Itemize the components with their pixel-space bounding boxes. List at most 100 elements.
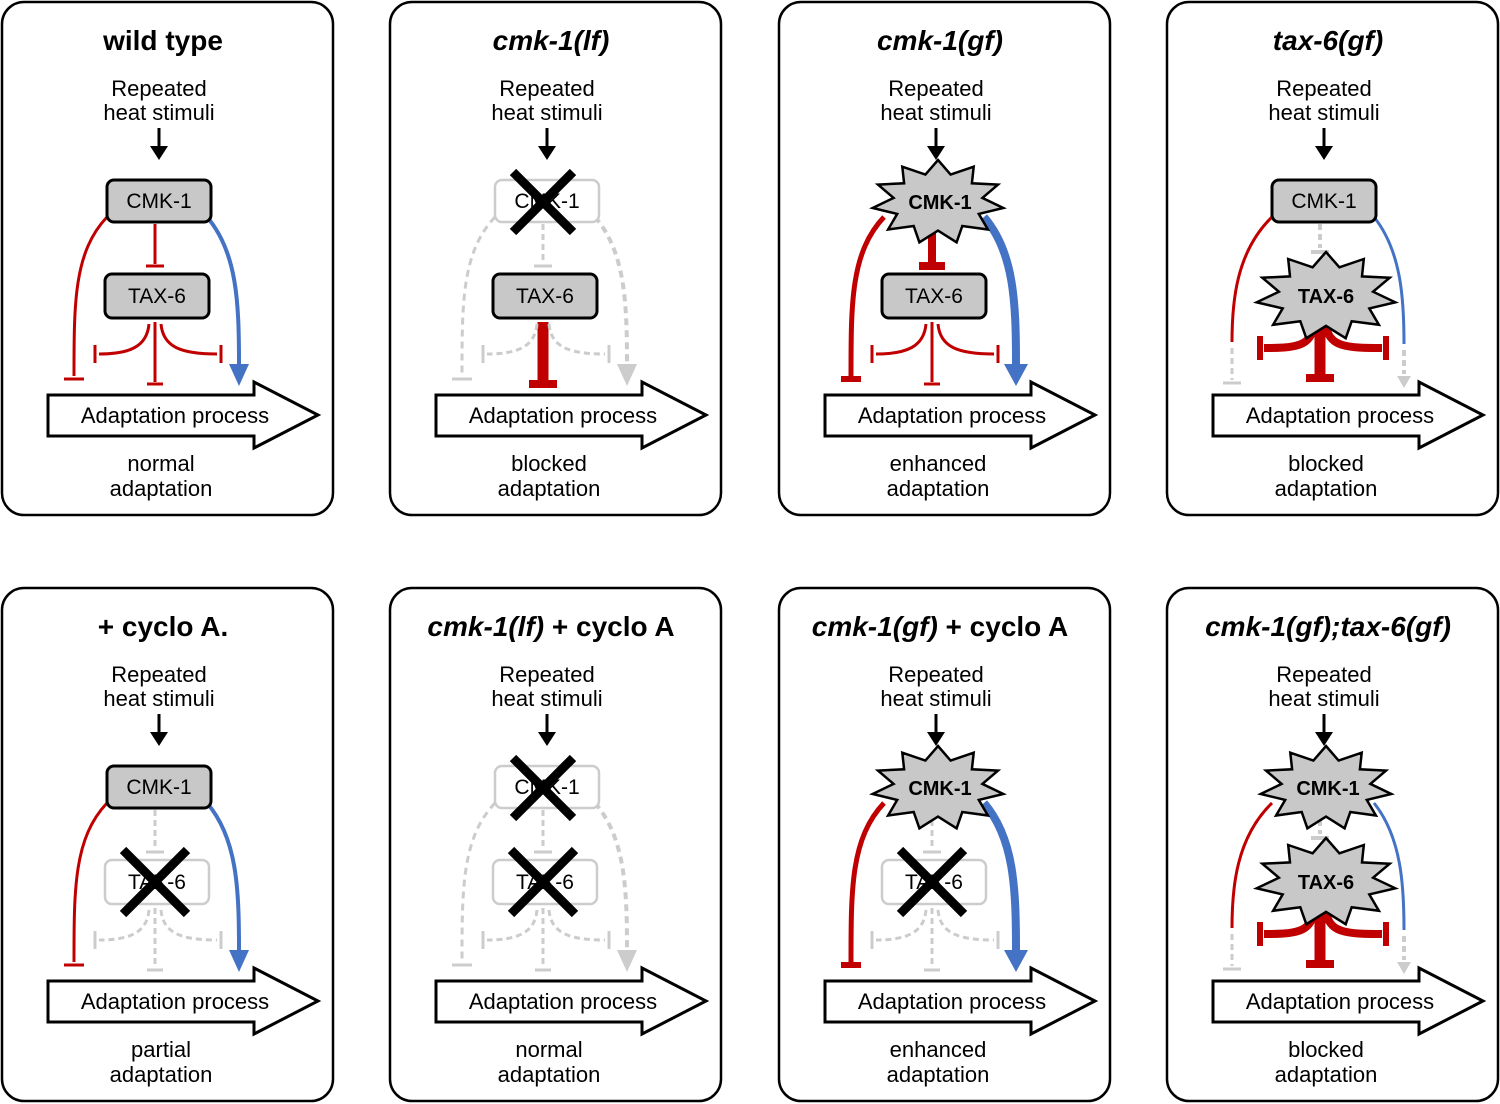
stimulus-label: Repeated [111,76,206,101]
cmk1-right-activation-path [1372,216,1406,345]
stimulus-label: Repeated [888,662,983,687]
stimulus-arrow-head [1315,146,1333,160]
stimulus-label: heat stimuli [880,100,991,125]
tax6-right-fork-path [159,323,218,356]
tax6-left-fork-path [875,323,928,356]
cross-stroke [509,754,577,822]
tax6-hyperactive-burst [1252,836,1400,927]
adaptation-process-arrow [434,965,710,1037]
outcome-label: partial [131,1037,191,1062]
adaptation-process-label: Adaptation process [469,403,657,428]
tax6-left-fork-path [486,909,539,942]
tax6-right-fork-path [1322,323,1383,352]
tax6-left-fork-path [875,909,928,942]
panel-title-part: cmk-1(gf) [812,611,938,642]
stimulus-arrow-head [927,732,945,746]
stimulus-arrow-head [538,732,556,746]
adaptation-process-arrow [823,379,1099,451]
tax6-box [491,272,599,320]
tax6-label: TAX-6 [1298,286,1354,308]
outcome-label: adaptation [1275,476,1378,501]
adaptation-process-arrow [434,379,710,451]
outcome-label: blocked [1288,1037,1364,1062]
panel-frame [388,586,723,1103]
adaptation-process-arrow [46,379,322,451]
stimulus-label: heat stimuli [103,686,214,711]
tax6-label: TAX-6 [905,285,963,308]
outcome-label: adaptation [887,476,990,501]
panel-title-part: cmk-1(lf) [493,25,610,56]
panel-title-part: tax-6(gf) [1273,25,1383,56]
adaptation-process-arrow [823,965,1099,1037]
stimulus-label: heat stimuli [491,100,602,125]
adaptation-process-label: Adaptation process [81,403,269,428]
cross-stroke [507,846,579,918]
cmk1-left-inhibition-path [848,801,886,963]
panel-title: wild type [102,25,223,56]
panel-frame [0,0,335,517]
tax6-left-fork-path [98,323,151,356]
cmk1-right-activation-path [980,800,1020,951]
panel-title-part: + cyclo A [938,611,1068,642]
panel-title-part: cmk-1(gf);tax-6(gf) [1205,611,1451,642]
adaptation-process-label: Adaptation process [1246,403,1434,428]
cmk1-right-activation-path [593,801,629,951]
stimulus-arrow-head [927,146,945,160]
cross-stroke [119,846,191,918]
cmk1-right-activation-head [229,364,249,386]
cmk1-left-inhibition-path [1230,215,1274,343]
outcome-label: adaptation [887,1062,990,1087]
tax6-right-fork-path [936,323,995,356]
tax6-right-fork-path [1322,909,1383,938]
stimulus-label: heat stimuli [1268,100,1379,125]
cmk1-label: CMK-1 [126,776,191,799]
panel-title: + cyclo A. [98,611,228,642]
tax6-right-fork-path [547,323,606,356]
cmk1-label: CMK-1 [1296,778,1359,800]
panel-title: cmk-1(gf);tax-6(gf) [1205,611,1451,642]
panel-title-part: cmk-1(gf) [877,25,1003,56]
cmk1-left-inhibition-path [1230,801,1274,929]
outcome-label: enhanced [890,451,987,476]
cross-stroke [896,846,968,918]
cmk1-label: CMK-1 [126,190,191,213]
panel-frame [777,0,1112,517]
adaptation-process-label: Adaptation process [858,403,1046,428]
tax6-box [103,272,211,320]
cmk1-hyperactive-burst [869,158,1007,245]
adaptation-process-arrow [1211,379,1487,451]
cmk1-right-activation-head [617,364,637,386]
tax6-hyperactive-burst [1252,250,1400,341]
outcome-label: adaptation [498,1062,601,1087]
stimulus-label: heat stimuli [103,100,214,125]
panel-title-part: cmk-1(lf) [427,611,544,642]
outcome-label: adaptation [110,1062,213,1087]
tax6-label: TAX-6 [1298,872,1354,894]
panel-title: tax-6(gf) [1273,25,1383,56]
cmk1-right-activation-head [617,950,637,972]
panel-frame [0,586,335,1103]
outcome-label: enhanced [890,1037,987,1062]
cmk1-box [105,764,213,810]
cmk1-right-activation-path [1372,802,1406,931]
stimulus-label: Repeated [111,662,206,687]
cmk1-box [105,178,213,224]
panel-title: cmk-1(gf) + cyclo A [812,611,1069,642]
panel-title: cmk-1(lf) + cyclo A [427,611,674,642]
tax6-label: TAX-6 [128,285,186,308]
panel-frame [777,586,1112,1103]
outcome-label: adaptation [110,476,213,501]
cmk1-right-activation-head [1397,376,1411,388]
stimulus-label: heat stimuli [1268,686,1379,711]
stimulus-label: Repeated [499,662,594,687]
adaptation-process-label: Adaptation process [81,989,269,1014]
stimulus-label: Repeated [888,76,983,101]
